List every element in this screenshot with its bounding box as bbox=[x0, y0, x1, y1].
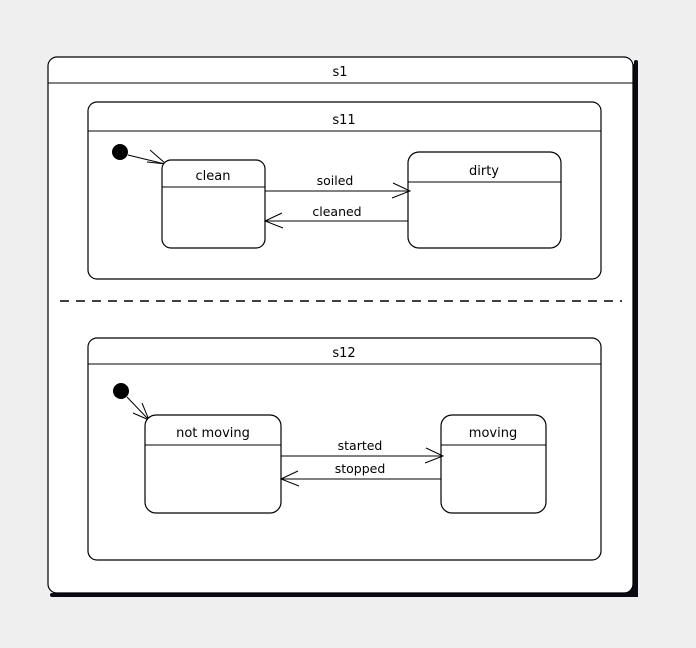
transition-stopped-arrowhead bbox=[279, 470, 300, 487]
s11-title: s11 bbox=[332, 113, 355, 128]
s12-title: s12 bbox=[332, 346, 355, 361]
transition-cleaned-arrowhead bbox=[263, 212, 284, 229]
state-clean[interactable]: clean bbox=[161, 159, 266, 249]
transition-stopped[interactable]: stopped bbox=[279, 461, 441, 487]
transition-cleaned[interactable]: cleaned bbox=[263, 204, 408, 229]
state-clean-box[interactable] bbox=[161, 159, 266, 249]
state-moving-box[interactable] bbox=[440, 414, 547, 514]
transition-cleaned-label: cleaned bbox=[312, 204, 361, 219]
s12-initial-transition-line bbox=[126, 396, 149, 420]
state-dirty-label: dirty bbox=[469, 164, 499, 179]
transition-started-arrowhead bbox=[424, 447, 445, 464]
state-moving-label: moving bbox=[469, 426, 517, 441]
state-dirty[interactable]: dirty bbox=[407, 151, 562, 249]
s11-initial-transition-line bbox=[127, 154, 166, 165]
transition-soiled-arrowhead bbox=[391, 182, 412, 199]
s11-initial-pseudostate[interactable] bbox=[112, 144, 128, 160]
transition-soiled[interactable]: soiled bbox=[265, 173, 412, 199]
state-moving[interactable]: moving bbox=[440, 414, 547, 514]
transition-started-label: started bbox=[338, 438, 383, 453]
s1-title: s1 bbox=[332, 65, 347, 80]
transition-started[interactable]: started bbox=[281, 438, 445, 464]
region-s11: s11 clean dirty soiled bbox=[87, 101, 602, 280]
state-clean-label: clean bbox=[196, 169, 231, 184]
s12-initial-pseudostate[interactable] bbox=[113, 383, 129, 399]
state-dirty-box[interactable] bbox=[407, 151, 562, 249]
transition-soiled-label: soiled bbox=[317, 173, 354, 188]
state-not-moving-box[interactable] bbox=[144, 414, 282, 514]
region-s12: s12 not moving moving star bbox=[87, 337, 602, 561]
transition-stopped-label: stopped bbox=[335, 461, 386, 476]
state-not-moving-label: not moving bbox=[176, 426, 250, 441]
state-not-moving[interactable]: not moving bbox=[144, 414, 282, 514]
